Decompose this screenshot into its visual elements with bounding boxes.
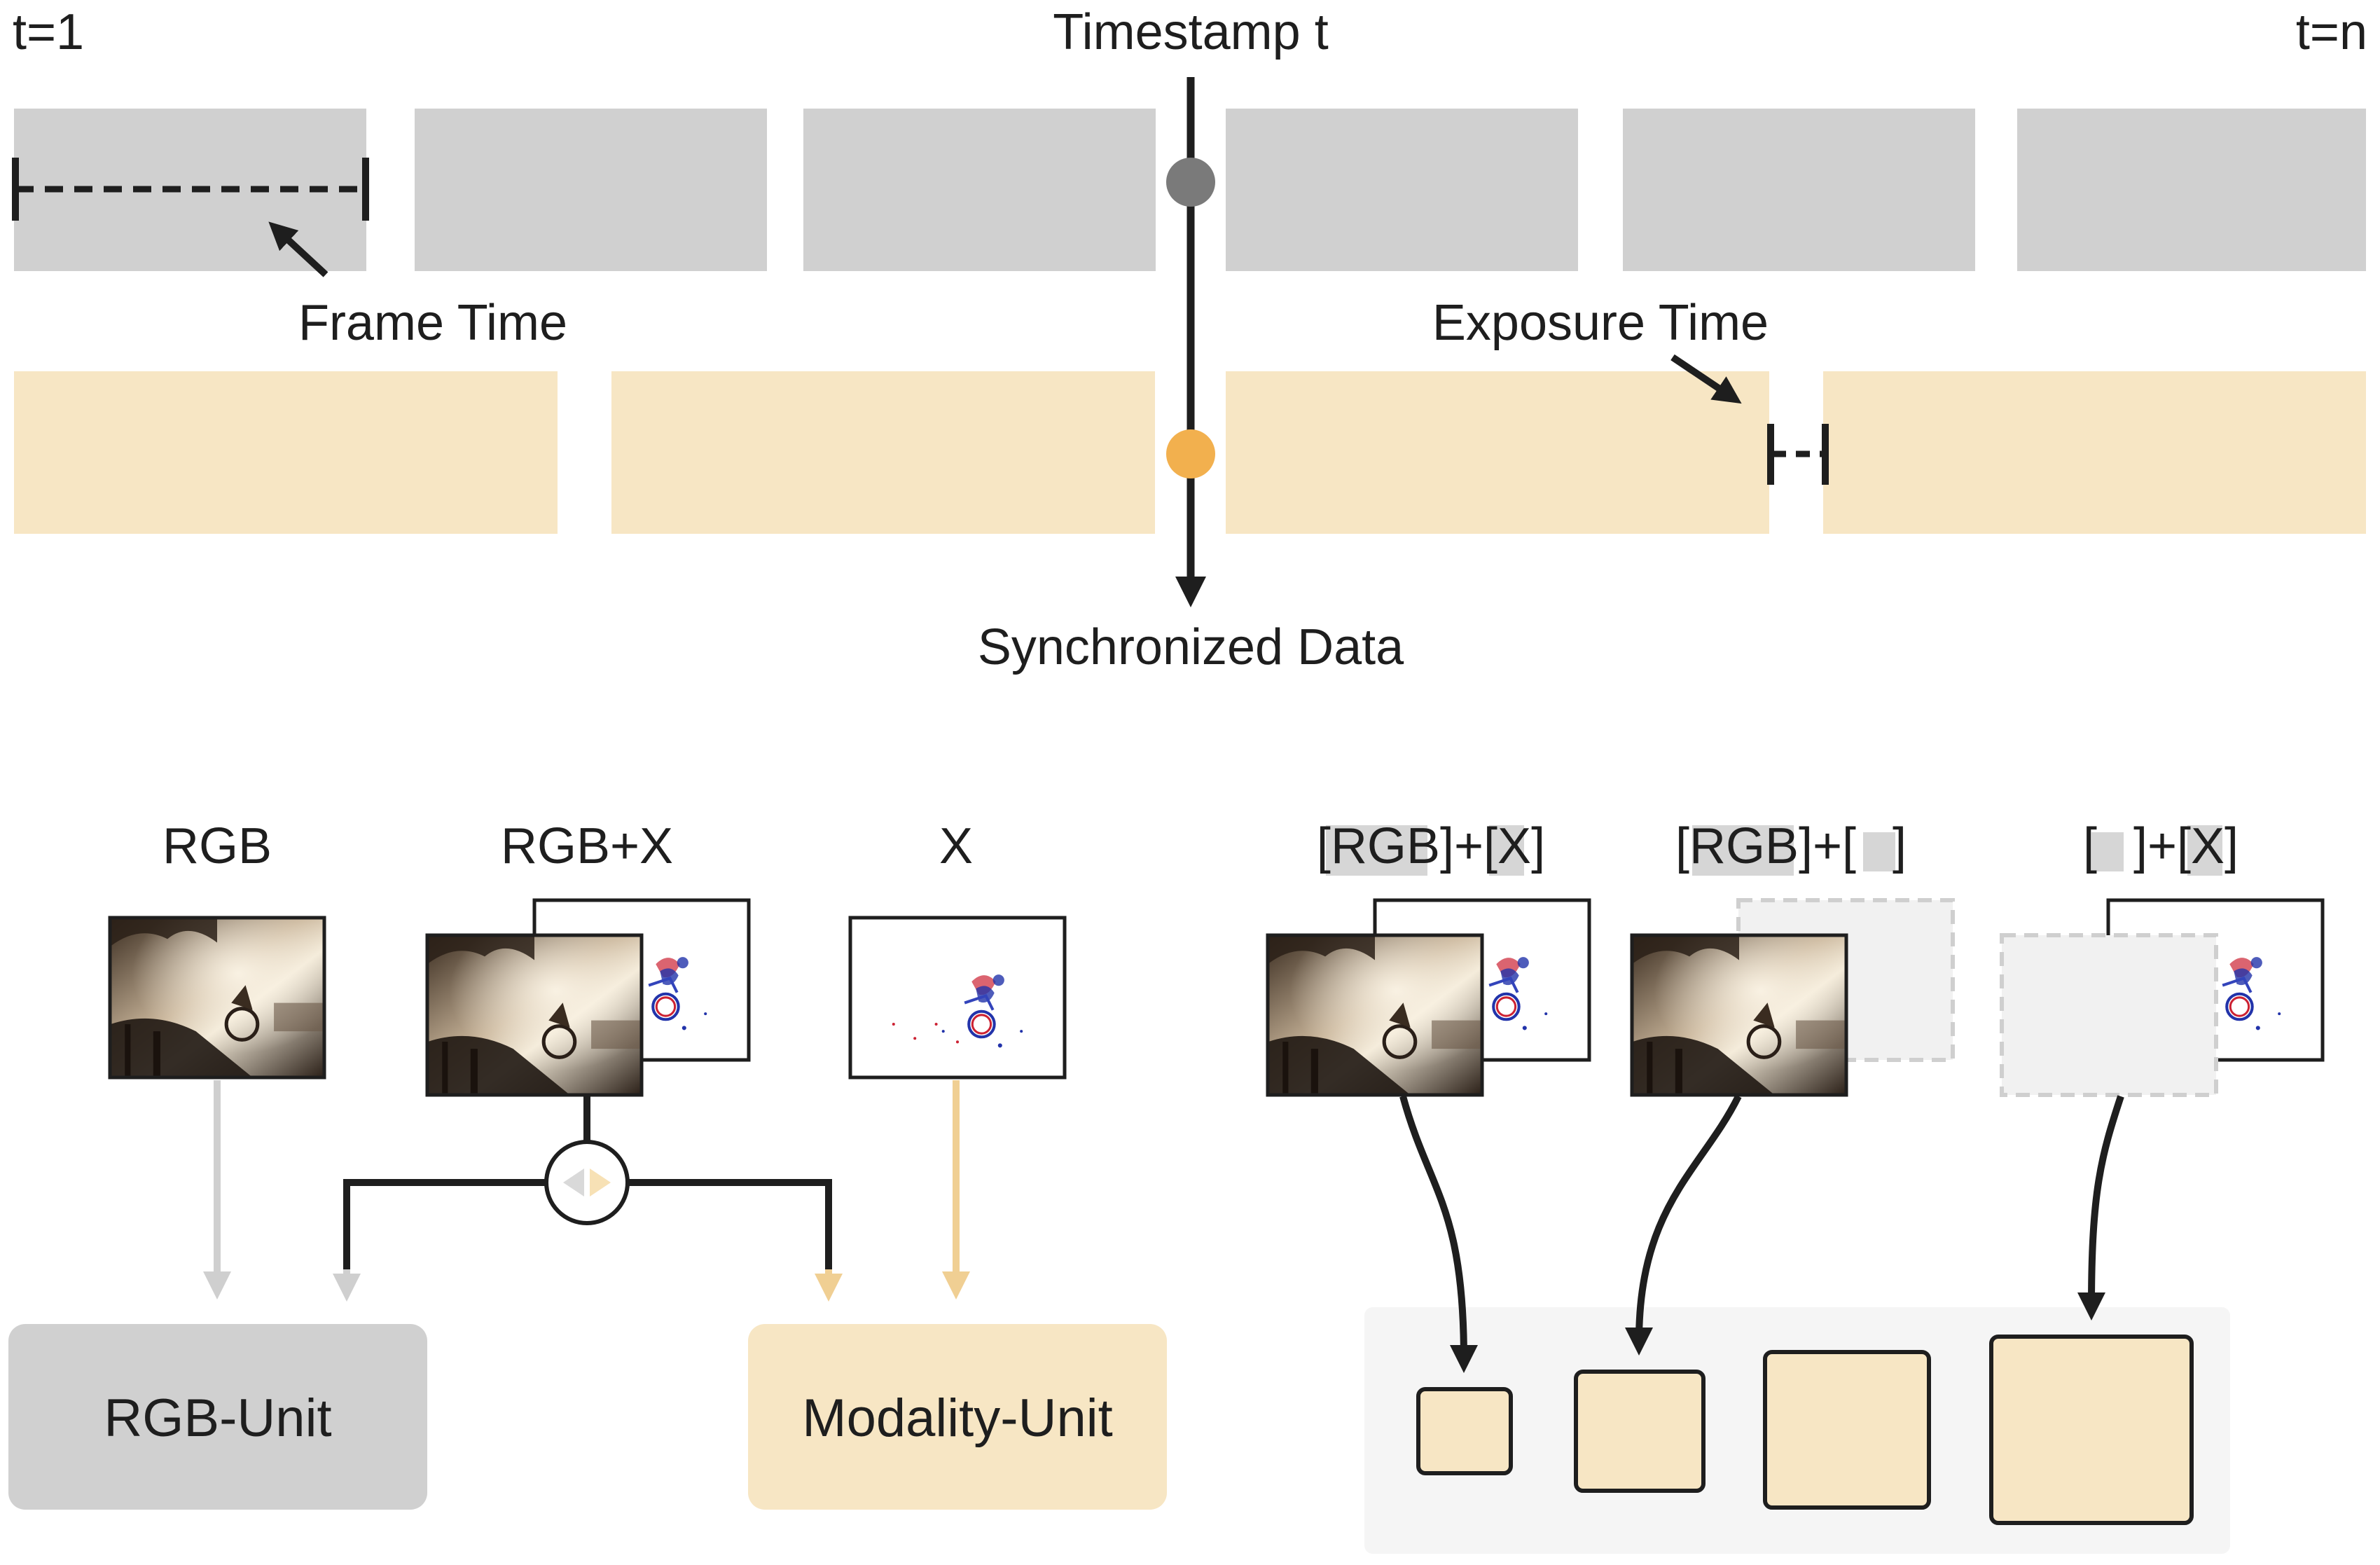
exposure-time-marker bbox=[1670, 354, 1829, 485]
rgb-frame-row bbox=[14, 109, 2366, 271]
combo1-arrow bbox=[1399, 1095, 1478, 1373]
combo2-rgb-highlight bbox=[1692, 825, 1794, 876]
rgb-frame bbox=[14, 109, 366, 271]
combo3-missing-rgb bbox=[2000, 933, 2218, 1097]
rgb-frame bbox=[803, 109, 1156, 271]
frame-time-marker bbox=[12, 158, 369, 277]
rgb-unit-box bbox=[8, 1324, 427, 1510]
modality-unit-label: Modality-Unit bbox=[802, 1388, 1112, 1448]
frame-time-arrow bbox=[268, 221, 328, 277]
combo2-empty-slot bbox=[1863, 832, 1895, 871]
modality-combinations: [RGB]+[X] [RGB]+[] []+[X] bbox=[1266, 818, 2325, 1554]
rgb-frame bbox=[2017, 109, 2366, 271]
combo1-label: [RGB]+[X] bbox=[1317, 818, 1545, 874]
timeline-end-label: t=n bbox=[2296, 4, 2367, 60]
combo1-x-highlight bbox=[1489, 825, 1524, 876]
unit-size-2 bbox=[1574, 1370, 1706, 1493]
event-frame bbox=[1823, 371, 2366, 534]
exposure-time-arrow bbox=[1670, 354, 1742, 404]
input-modes: RGB RGB+X X bbox=[8, 818, 1167, 1510]
rgb-frame bbox=[415, 109, 767, 271]
combo3-arrow bbox=[2077, 1095, 2124, 1321]
event-frame bbox=[611, 371, 1155, 534]
rgb-image bbox=[108, 916, 326, 1080]
frame-time-label: Frame Time bbox=[298, 295, 567, 351]
rgb-frame bbox=[1226, 109, 1578, 271]
unit-size-4 bbox=[1989, 1335, 2194, 1525]
rgb-frame bbox=[1623, 109, 1975, 271]
timeline: t=1 t=n Timestamp t Frame Time E bbox=[12, 4, 2367, 675]
exposure-time-label: Exposure Time bbox=[1432, 295, 1769, 351]
synchronized-data-label: Synchronized Data bbox=[978, 619, 1404, 675]
rgb-input-label: RGB bbox=[162, 818, 272, 874]
x-event-image bbox=[848, 916, 1067, 1080]
combo2-label: [RGB]+[] bbox=[1675, 818, 1907, 874]
event-sync-point bbox=[1166, 429, 1215, 478]
combo3-x-highlight bbox=[2187, 825, 2222, 876]
modality-switch-icon bbox=[544, 1140, 630, 1225]
event-frame bbox=[14, 371, 558, 534]
rgbx-switch bbox=[333, 1096, 843, 1302]
event-frame-row bbox=[14, 371, 2366, 534]
timeline-start-label: t=1 bbox=[13, 4, 84, 60]
combo2-rgb-image bbox=[1630, 933, 1848, 1097]
unit-size-1 bbox=[1416, 1387, 1513, 1475]
unit-size-3 bbox=[1763, 1350, 1931, 1510]
rgb-sync-point bbox=[1166, 158, 1215, 207]
combo1-rgb-highlight bbox=[1326, 825, 1427, 876]
modality-unit-box bbox=[748, 1324, 1167, 1510]
rgb-unit-label: RGB-Unit bbox=[104, 1388, 331, 1448]
combo2-arrow bbox=[1625, 1094, 1742, 1356]
combo3-empty-slot bbox=[2091, 832, 2124, 871]
rgbx-input-label: RGB+X bbox=[501, 818, 673, 874]
combo3-label: []+[X] bbox=[2083, 818, 2239, 874]
x-input-label: X bbox=[939, 818, 973, 874]
rgbx-rgb-image bbox=[425, 933, 644, 1097]
event-frame bbox=[1226, 371, 1769, 534]
timestamp-label: Timestamp t bbox=[1053, 4, 1328, 60]
combo1-rgb-image bbox=[1266, 933, 1484, 1097]
